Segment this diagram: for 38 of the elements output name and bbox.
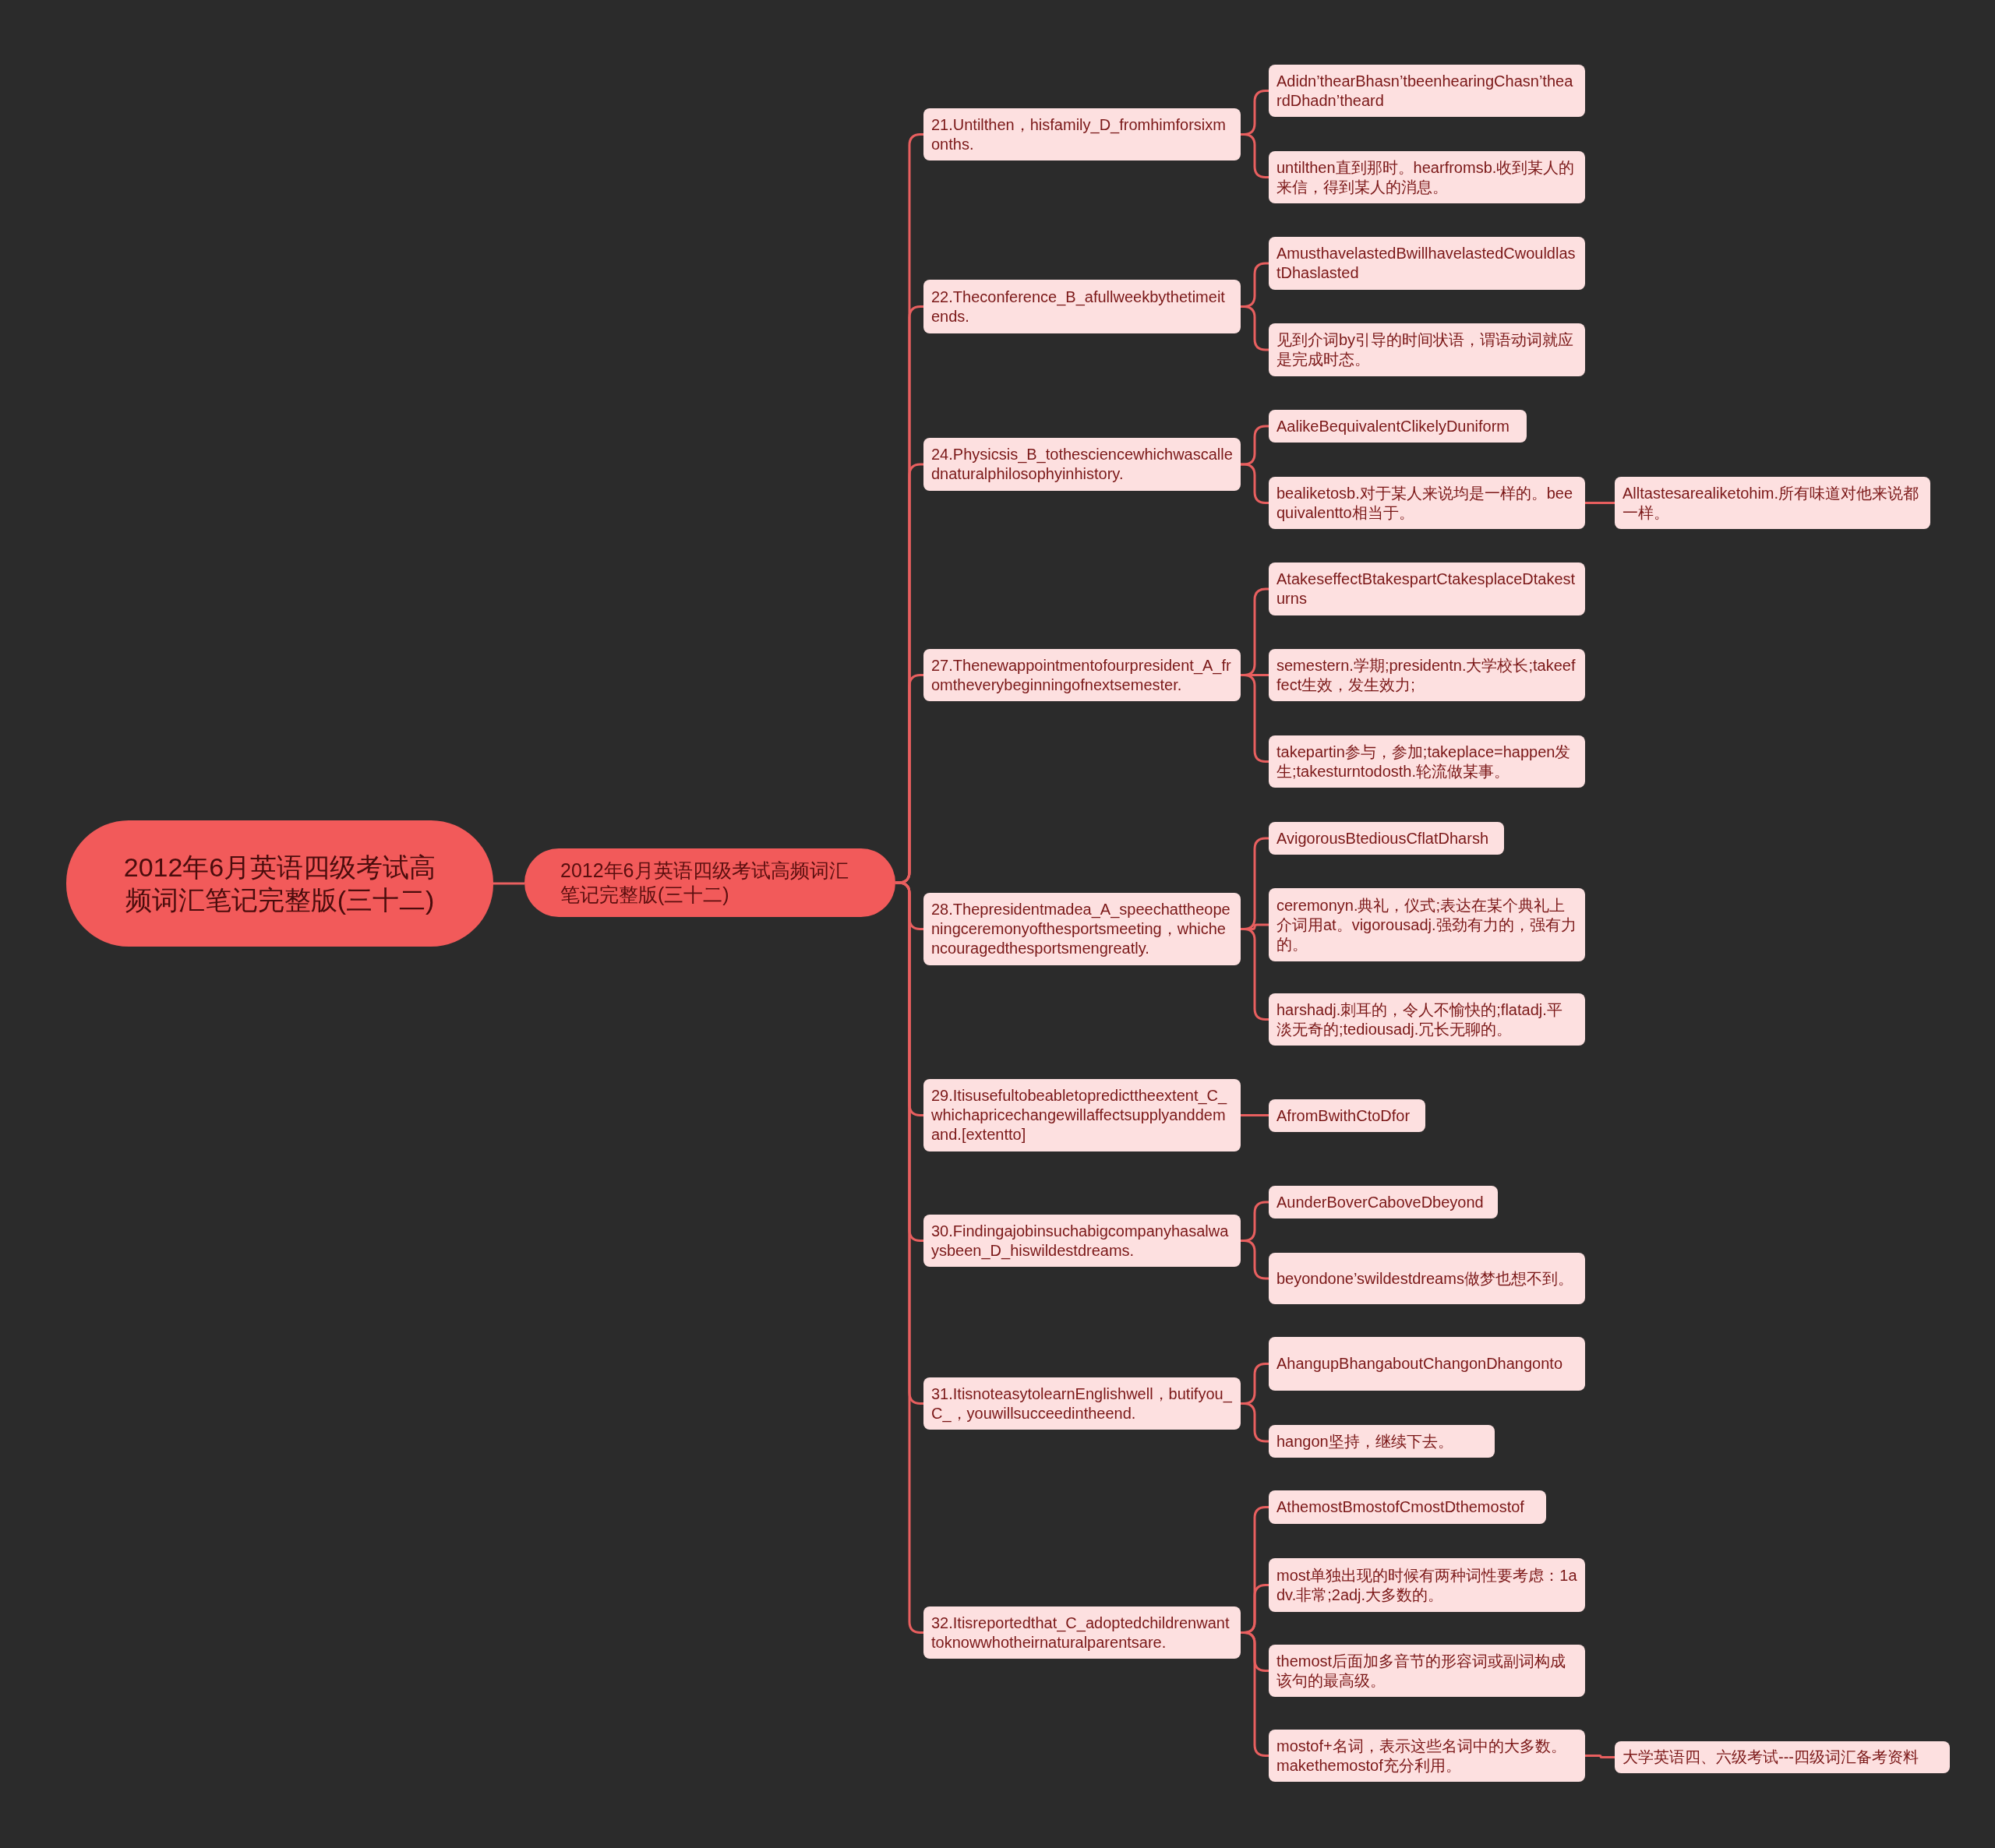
connector-line — [1585, 502, 1615, 504]
topic-box: 29.Itisusefultobeabletopredicttheextent_C_whichapricechangewillaffectsupplyanddemand.[extentto] — [923, 1079, 1241, 1151]
connector-line — [493, 882, 524, 885]
topic-box: takepartin参与，参加;takeplace=happen发生;takesturntodosth.轮流做某事。 — [1269, 735, 1585, 788]
topic-box: 大学英语四、六级考试---四级词汇备考资料 — [1615, 1741, 1950, 1773]
topic-box: AthemostBmostofCmostDthemostof — [1269, 1490, 1546, 1524]
topic-box: hangon坚持，继续下去。 — [1269, 1425, 1495, 1458]
topic-box: 30.Findingajobinsuchabigcompanyhasalwaysbeen_D_hiswildestdreams. — [923, 1215, 1241, 1267]
topic-box: untilthen直到那时。hearfromsb.收到某人的来信，得到某人的消息。 — [1269, 151, 1585, 203]
topic-box: AtakeseffectBtakespartCtakesplaceDtakesturns — [1269, 563, 1585, 615]
topic-box: ceremonyn.典礼，仪式;表达在某个典礼上介词用at。vigorousadj.强劲有力的，强有力的。 — [1269, 888, 1585, 961]
topic-box: 28.Thepresidentmadea_A_speechattheopeningceremonyofthesportsmeeting，whichencouragedthesportsmengreatly. — [923, 893, 1241, 965]
topic-box: AvigorousBtediousCflatDharsh — [1269, 822, 1504, 855]
topic-box: beyondone’swildestdreams做梦也想不到。 — [1269, 1253, 1585, 1304]
topic-box: harshadj.刺耳的，令人不愉快的;flatadj.平淡无奇的;tediousadj.冗长无聊的。 — [1269, 993, 1585, 1046]
connector-line — [1241, 1114, 1269, 1116]
topic-box: semestern.学期;presidentn.大学校长;takeeffect生效，发生效力; — [1269, 649, 1585, 701]
topic-box: mostof+名词，表示这些名词中的大多数。makethemostof充分利用。 — [1269, 1730, 1585, 1782]
topic-box: 21.Untilthen，hisfamily_D_fromhimforsixmonths. — [923, 108, 1241, 160]
topic-box: 22.Theconference_B_afullweekbythetimeitends. — [923, 280, 1241, 333]
topic-box: bealiketosb.对于某人来说均是一样的。beequivalentto相当于。 — [1269, 477, 1585, 529]
topic-box: 32.Itisreportedthat_C_adoptedchildrenwanttoknowwhotheirnaturalparentsare. — [923, 1606, 1241, 1659]
topic-box: 31.ItisnoteasytolearnEnglishwell，butifyou_C_，youwillsucceedintheend. — [923, 1377, 1241, 1430]
topic-box: AunderBoverCaboveDbeyond — [1269, 1186, 1498, 1218]
topic-box: 见到介词by引导的时间状语，谓语动词就应是完成时态。 — [1269, 323, 1585, 376]
connector-line — [1585, 1755, 1615, 1758]
topic-box: most单独出现的时候有两种词性要考虑：1adv.非常;2adj.大多数的。 — [1269, 1558, 1585, 1612]
topic-box: AhangupBhangaboutChangonDhangonto — [1269, 1337, 1585, 1391]
topic-box: themost后面加多音节的形容词或副词构成该句的最高级。 — [1269, 1645, 1585, 1697]
topic-box: AalikeBequivalentClikelyDuniform — [1269, 410, 1527, 443]
topic-box: Adidn’thearBhasn’tbeenhearingChasn’theardDhadn’theard — [1269, 65, 1585, 117]
topic-box: 27.Thenewappointmentofourpresident_A_fromtheverybeginningofnextsemester. — [923, 649, 1241, 701]
central-topic: 2012年6月英语四级考试高频词汇笔记完整版(三十二) — [66, 820, 493, 947]
topic-box: AmusthavelastedBwillhavelastedCwouldlastDhaslasted — [1269, 237, 1585, 290]
topic-box: AfromBwithCtoDfor — [1269, 1099, 1425, 1132]
topic-box: 24.Physicsis_B_tothesciencewhichwascallednaturalphilosophyinhistory. — [923, 438, 1241, 491]
main-topic: 2012年6月英语四级考试高频词汇笔记完整版(三十二) — [524, 848, 895, 917]
topic-box: Alltastesarealiketohim.所有味道对他来说都一样。 — [1615, 477, 1930, 529]
